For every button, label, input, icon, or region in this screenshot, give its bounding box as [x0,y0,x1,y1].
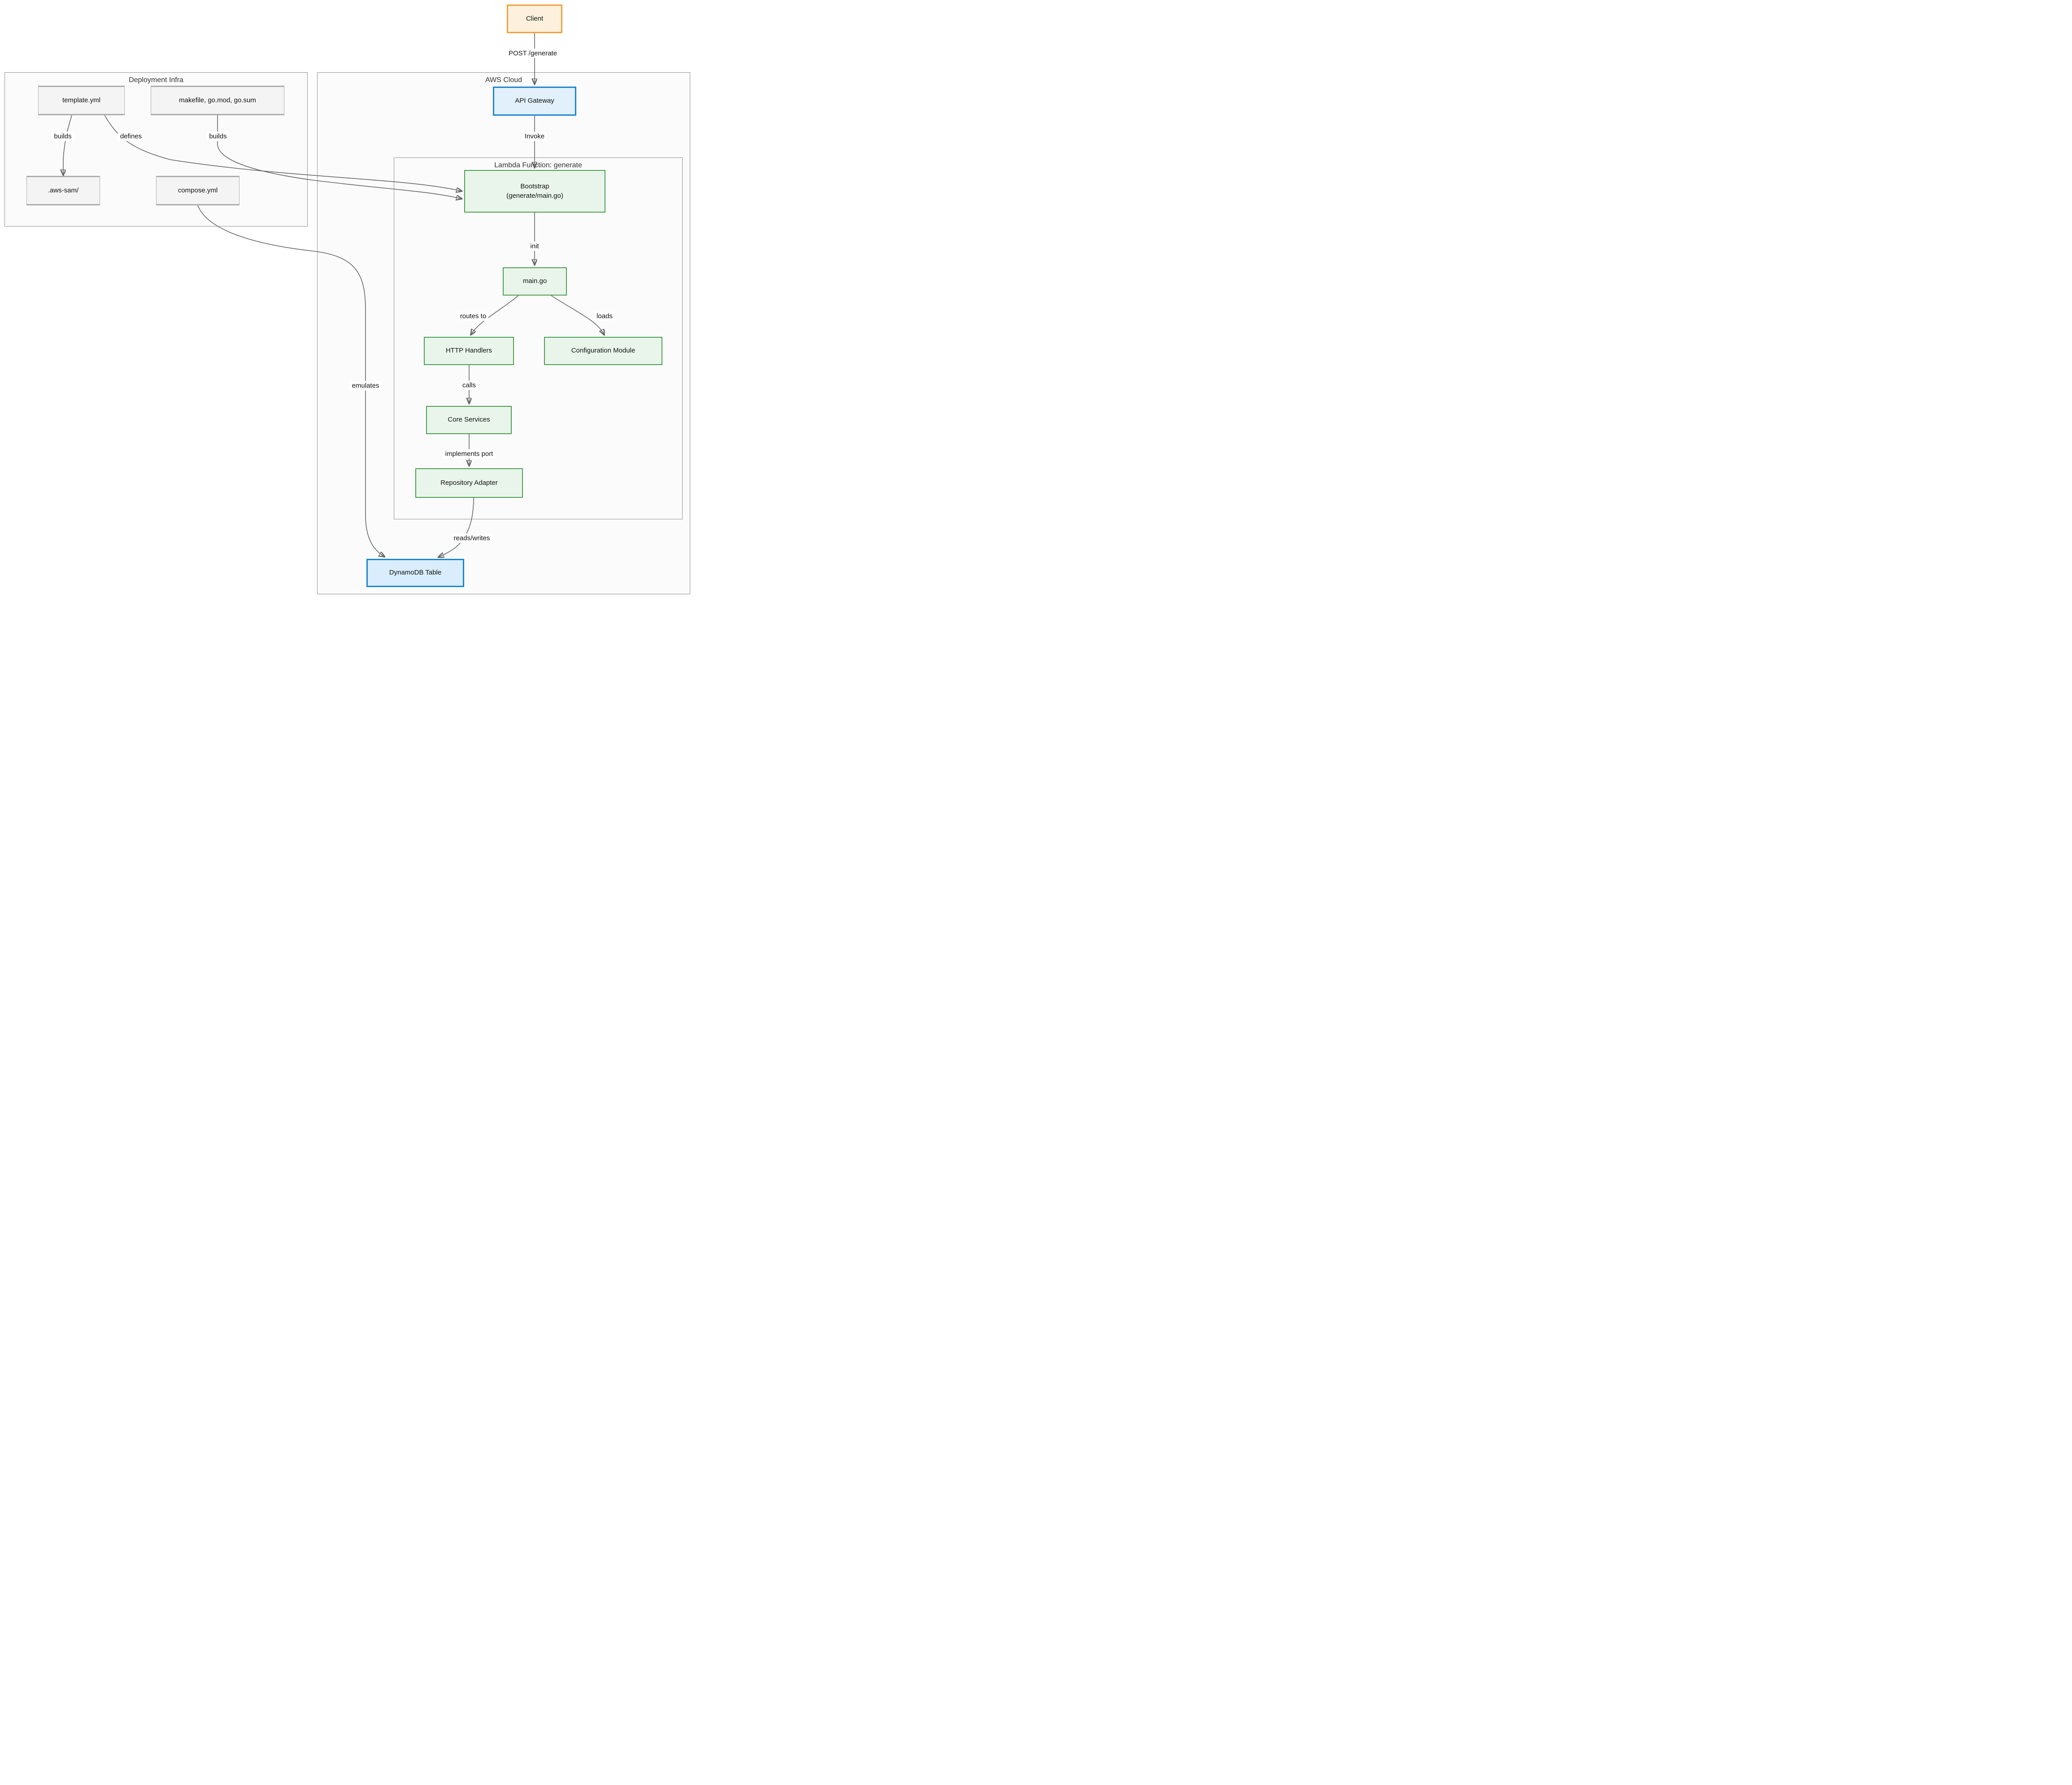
edge-maingo-configmodule [551,295,604,335]
node-core-services: Core Services [426,406,512,434]
node-aws-sam-dir: .aws-sam/ [26,176,100,205]
edge-label-emulates: emulates [349,381,382,391]
edge-makefile-bootstrap [217,115,461,199]
edge-label-defines: defines [118,131,144,141]
node-compose-yml-label: compose.yml [178,186,218,194]
edge-repoadapter-dynamodb [439,497,474,557]
edge-label-builds-template: builds [52,131,74,141]
node-client: Client [507,4,562,33]
node-makefile-gomod-gosum: makefile, go.mod, go.sum [151,86,284,115]
subgraph-deployment-infra-title: Deployment Infra [129,76,183,84]
node-configuration-module-label: Configuration Module [571,347,636,355]
node-compose-yml: compose.yml [156,176,239,205]
subgraph-aws-cloud-title: AWS Cloud [485,76,522,84]
flowchart-canvas: Deployment Infra AWS Cloud Lambda Functi… [0,0,691,595]
edge-label-implements-port: implements port [443,449,496,459]
node-dynamodb-table: DynamoDB Table [366,559,464,587]
edges-layer [0,33,691,595]
edge-label-routes-to: routes to [457,311,489,321]
node-repository-adapter: Repository Adapter [415,468,523,498]
node-main-go-label: main.go [522,277,547,285]
edge-label-loads: loads [594,311,615,321]
edge-label-init: init [528,241,541,251]
node-bootstrap: Bootstrap (generate/main.go) [464,170,605,213]
node-bootstrap-label-line2: (generate/main.go) [506,192,563,200]
node-http-handlers-label: HTTP Handlers [445,347,492,355]
node-client-label: Client [526,14,544,22]
edge-label-calls: calls [460,380,479,390]
node-makefile-gomod-gosum-label: makefile, go.mod, go.sum [179,96,256,104]
node-core-services-label: Core Services [448,416,490,424]
node-api-gateway: API Gateway [493,87,576,116]
edge-label-builds-makefile: builds [207,131,229,141]
node-template-yml: template.yml [38,86,125,115]
edge-label-reads-writes: reads/writes [451,533,492,543]
edge-maingo-httphandlers [471,295,519,335]
edge-composeyml-dynamodb [197,205,384,557]
node-aws-sam-dir-label: .aws-sam/ [48,186,79,194]
node-api-gateway-label: API Gateway [515,97,554,105]
node-repository-adapter-label: Repository Adapter [440,479,498,487]
edge-templateyml-awssam [63,115,72,175]
node-main-go: main.go [503,267,567,296]
node-configuration-module: Configuration Module [544,337,662,365]
node-bootstrap-label-line1: Bootstrap [520,183,549,191]
node-dynamodb-table-label: DynamoDB Table [389,569,442,577]
edge-label-invoke: Invoke [522,131,547,141]
node-template-yml-label: template.yml [62,96,101,104]
subgraph-lambda-function-title: Lambda Function: generate [494,161,582,169]
node-http-handlers: HTTP Handlers [424,337,514,365]
edge-label-post-generate: POST /generate [506,48,560,58]
